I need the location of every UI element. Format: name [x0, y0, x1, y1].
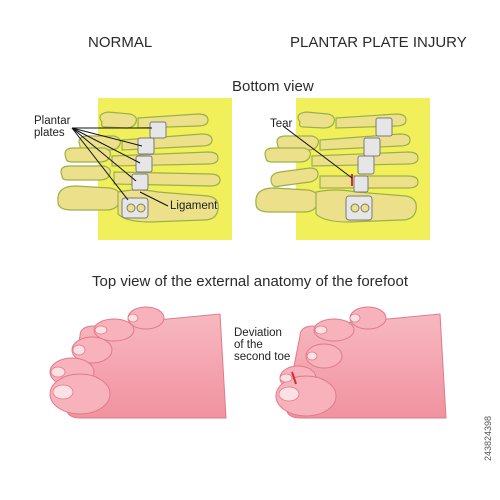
- label-of-the: of the: [234, 339, 263, 351]
- label-plates: plates: [34, 127, 65, 139]
- label-deviation-second-toe: Deviation of the second toe: [234, 327, 290, 363]
- label-deviation: Deviation: [234, 327, 282, 339]
- injury-foot-top-view: [275, 306, 447, 419]
- normal-foot-bottom-view: [57, 98, 232, 240]
- injury-foot-bottom-view: [255, 98, 430, 240]
- label-second-toe: second toe: [234, 351, 291, 363]
- heading-normal: NORMAL: [88, 34, 153, 51]
- deviation-mark: [291, 371, 297, 385]
- label-plantar-plates: Plantar plates: [34, 115, 70, 139]
- heading-plantar-plate-injury: PLANTAR PLATE INJURY: [290, 34, 467, 51]
- label-ligament: Ligament: [170, 200, 218, 212]
- heading-top-view: Top view of the external anatomy of the …: [92, 273, 409, 290]
- stock-image-id: 243824398: [483, 415, 493, 461]
- heading-bottom-view: Bottom view: [232, 78, 314, 95]
- label-plantar: Plantar: [34, 115, 71, 127]
- normal-foot-top-view: [49, 306, 227, 419]
- label-tear: Tear: [270, 118, 293, 130]
